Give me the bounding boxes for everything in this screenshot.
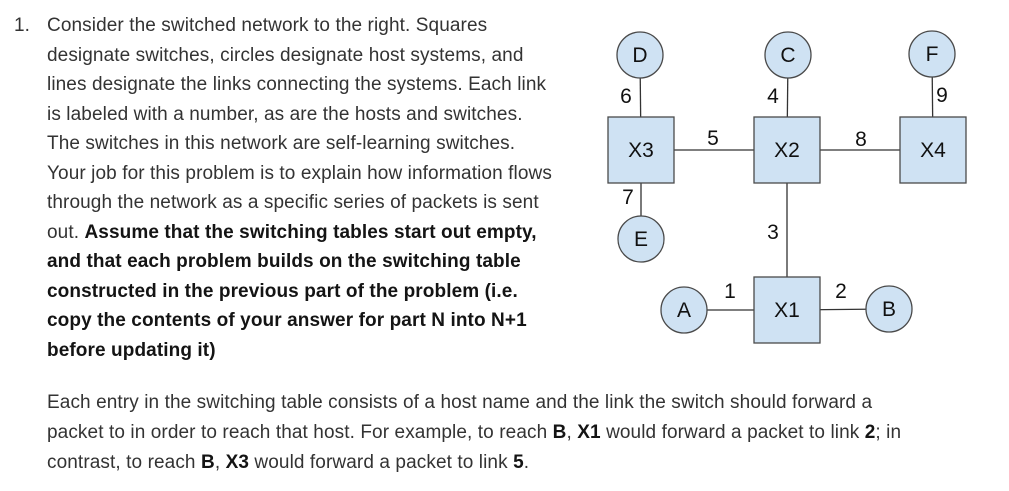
text-line: through the network as a specific series… xyxy=(47,188,552,218)
text-line: constructed in the previous part of the … xyxy=(47,277,552,307)
bold-text: before updating it) xyxy=(47,339,216,361)
text-line: is labeled with a number, as are the hos… xyxy=(47,100,552,130)
switch-node-X4 xyxy=(899,116,967,184)
bold-text: B xyxy=(200,452,215,473)
text-line: copy the contents of your answer for par… xyxy=(47,306,552,336)
host-label-A: A xyxy=(677,299,691,322)
text: . xyxy=(523,452,530,473)
link-label-1: 1 xyxy=(724,280,736,303)
switch-label-X3: X3 xyxy=(628,139,654,162)
link-label-3: 3 xyxy=(767,221,779,244)
host-label-C: C xyxy=(780,44,795,67)
text: out. xyxy=(47,221,85,243)
text: would forward a packet to link xyxy=(600,422,865,443)
text: is labeled with a number, as are the hos… xyxy=(47,103,523,125)
text: , xyxy=(566,422,578,443)
link-label-4: 4 xyxy=(767,85,779,108)
text-line: Each entry in the switching table consis… xyxy=(47,388,901,418)
bold-text: X3 xyxy=(225,452,250,473)
text-line: The switches in this network are self-le… xyxy=(47,129,552,159)
bold-text: constructed in the previous part of the … xyxy=(47,280,518,302)
text-line: lines designate the links connecting the… xyxy=(47,70,552,100)
host-label-F: F xyxy=(926,43,939,66)
bold-text: Assume that the switching tables start o… xyxy=(84,221,537,243)
host-label-E: E xyxy=(634,228,648,251)
text-line: before updating it) xyxy=(47,336,552,366)
text: through the network as a specific series… xyxy=(47,192,539,213)
link-label-7: 7 xyxy=(622,186,634,209)
switch-label-X2: X2 xyxy=(774,139,800,162)
text: packet to in order to reach that host. F… xyxy=(47,422,553,443)
host-node-B xyxy=(865,285,913,333)
host-node-A xyxy=(660,286,708,334)
text: The switches in this network are self-le… xyxy=(47,133,516,154)
bold-text: 5 xyxy=(513,452,524,473)
switch-label-X1: X1 xyxy=(774,299,800,322)
text-line: contrast, to reach B, X3 would forward a… xyxy=(47,448,901,478)
switch-node-X3 xyxy=(607,116,675,184)
text: Consider the switched network to the rig… xyxy=(47,15,488,36)
switching-table-explanation: Each entry in the switching table consis… xyxy=(47,388,901,478)
text: contrast, to reach xyxy=(47,452,201,473)
bold-text: and that each problem builds on the swit… xyxy=(47,251,521,272)
host-label-B: B xyxy=(882,298,896,321)
text-line: Your job for this problem is to explain … xyxy=(47,159,552,189)
text: lines designate the links connecting the… xyxy=(47,74,547,95)
text: designate switches, circles designate ho… xyxy=(47,44,524,66)
bold-text: B xyxy=(552,422,567,443)
problem-list-number: 1. xyxy=(14,15,30,36)
bold-text: 2 xyxy=(864,422,876,443)
problem-statement: Consider the switched network to the rig… xyxy=(47,11,552,365)
text-line: out. Assume that the switching tables st… xyxy=(47,218,552,248)
text: Your job for this problem is to explain … xyxy=(47,162,552,184)
bold-text: copy the contents of your answer for par… xyxy=(47,310,527,331)
text: Each entry in the switching table consis… xyxy=(47,392,873,413)
switch-node-X1 xyxy=(753,276,821,344)
text-line: and that each problem builds on the swit… xyxy=(47,247,552,277)
text: , xyxy=(214,452,226,473)
host-node-D xyxy=(616,31,664,79)
link-label-8: 8 xyxy=(855,128,867,151)
text-line: packet to in order to reach that host. F… xyxy=(47,418,901,448)
text: would forward a packet to link xyxy=(249,452,514,473)
host-label-D: D xyxy=(632,44,647,67)
switch-label-X4: X4 xyxy=(920,139,946,162)
link-label-6: 6 xyxy=(620,85,632,108)
text: ; in xyxy=(875,422,902,443)
link-label-5: 5 xyxy=(707,127,719,150)
link-label-9: 9 xyxy=(936,84,948,107)
host-node-E xyxy=(617,215,665,263)
host-node-F xyxy=(908,30,956,78)
switch-node-X2 xyxy=(753,116,821,184)
bold-text: X1 xyxy=(577,422,601,443)
host-node-C xyxy=(764,31,812,79)
text-line: Consider the switched network to the rig… xyxy=(47,11,552,41)
link-label-2: 2 xyxy=(835,280,847,303)
text-line: designate switches, circles designate ho… xyxy=(47,41,552,71)
